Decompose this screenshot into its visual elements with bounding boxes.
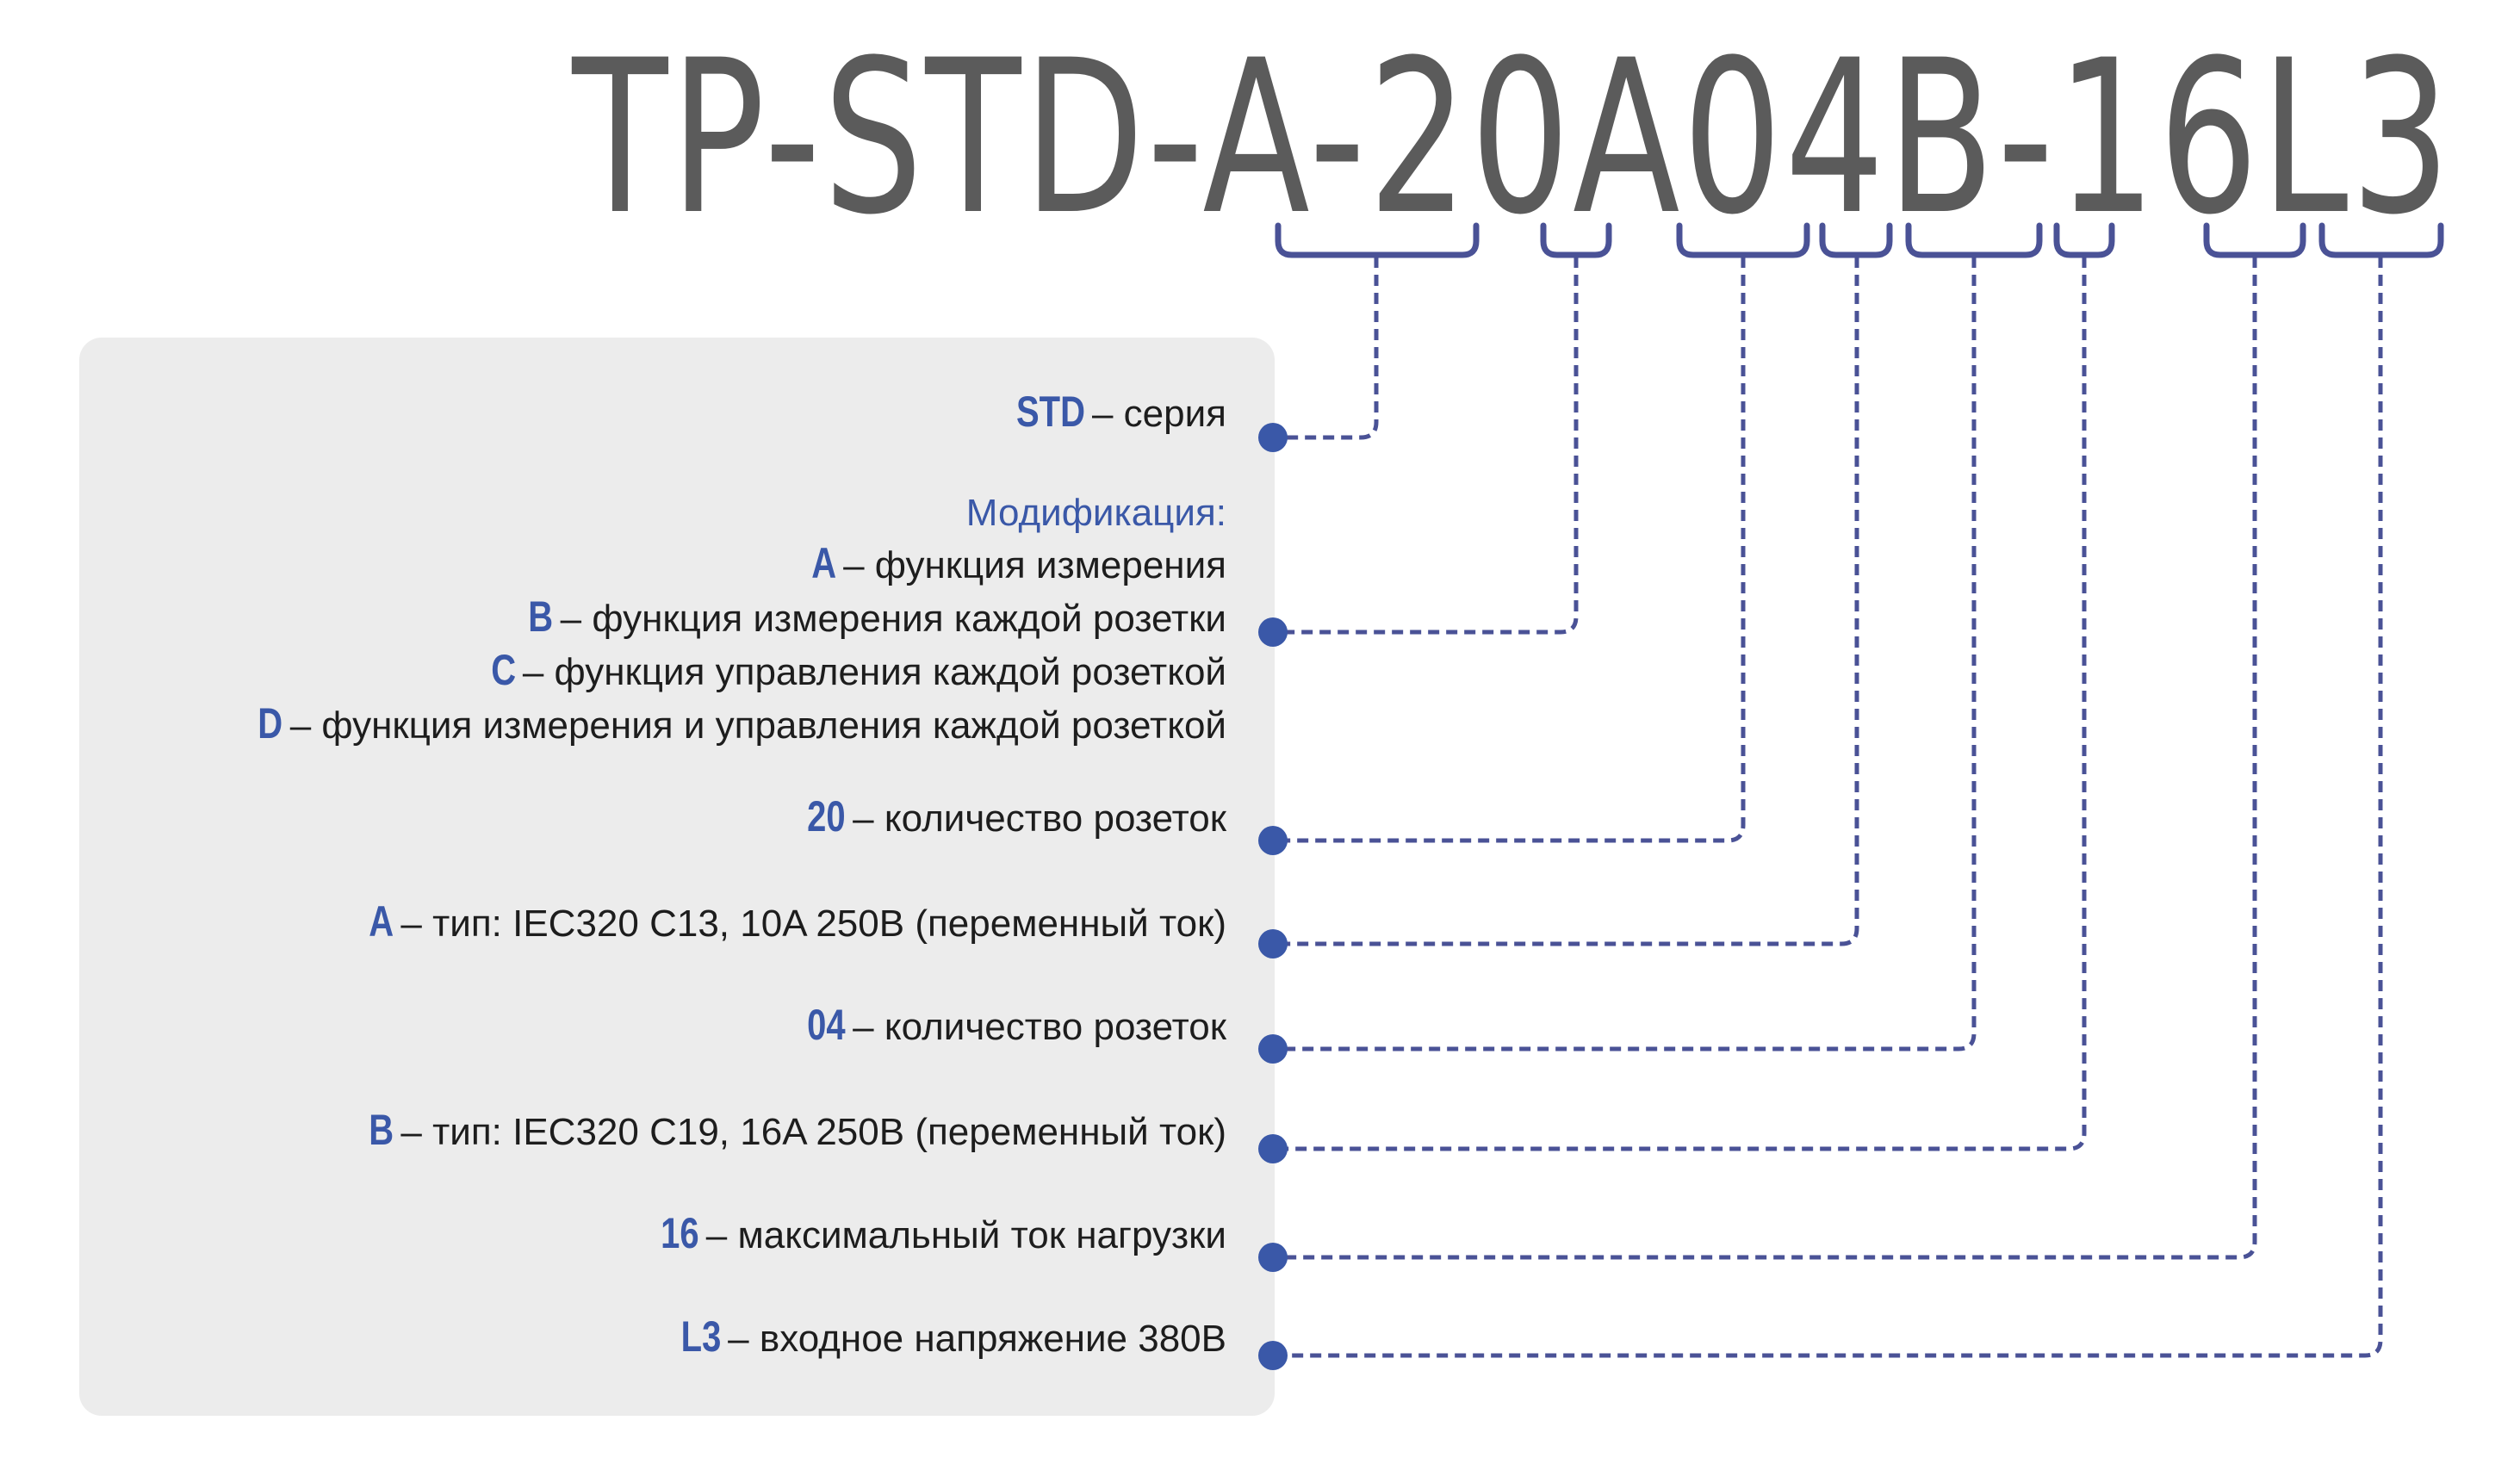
connector-line-socket-count-1 — [1273, 257, 1746, 843]
modification-option-c: C – функция управления каждой розеткой — [485, 648, 1226, 695]
bracket-socket-type-1 — [1819, 222, 1893, 258]
connector-dot-socket-type-1 — [1258, 929, 1288, 958]
segment-description: – функция измерения и управления каждой … — [279, 704, 1226, 747]
segment-code: A — [810, 539, 836, 587]
bracket-socket-count-1 — [1676, 222, 1810, 258]
connector-dot-series — [1258, 423, 1288, 452]
segment-code: 04 — [807, 1001, 846, 1049]
segment-code: D — [258, 699, 283, 748]
segment-code: C — [490, 646, 516, 694]
bracket-modification — [1540, 222, 1612, 258]
segment-description: – функция измерения каждой розетки — [549, 598, 1226, 640]
segment-description: – тип: IEC320 C13, 10A 250В (переменный … — [390, 903, 1226, 945]
segment-code: B — [369, 1106, 394, 1154]
legend-row-max-current: 16 – максимальный ток нагрузки — [651, 1211, 1226, 1258]
connector-dot-max-current — [1258, 1243, 1288, 1272]
connector-line-modification — [1273, 257, 1579, 635]
segment-code: B — [528, 592, 554, 641]
bracket-series — [1275, 222, 1480, 258]
modification-heading: Модификация: — [965, 492, 1226, 534]
legend-row-socket-count-2: 04 – количество розеток — [798, 1002, 1226, 1050]
segment-description: – функция измерения — [832, 544, 1226, 586]
segment-description: – серия — [1081, 393, 1226, 435]
connector-dot-socket-count-2 — [1258, 1034, 1288, 1064]
model-code-title: TP-STD-A-20A04B-16L3 — [572, 16, 2453, 262]
connector-dot-socket-type-2 — [1258, 1134, 1288, 1163]
bracket-socket-count-2 — [1905, 222, 2043, 258]
segment-description: – количество розеток — [841, 1006, 1226, 1048]
segment-code: 16 — [661, 1209, 699, 1257]
modification-option-a: A – функция измерения — [805, 541, 1226, 588]
segment-code: 20 — [807, 792, 846, 841]
bracket-max-current — [2203, 222, 2306, 258]
legend-row-input-voltage: L3 – входное напряжение 380В — [671, 1314, 1226, 1362]
legend-row-series: STD – серия — [999, 389, 1226, 437]
connector-dot-socket-count-1 — [1258, 826, 1288, 855]
segment-code: STD — [1015, 388, 1085, 436]
segment-code: A — [369, 897, 394, 946]
connector-line-series — [1273, 257, 1379, 440]
connector-line-input-voltage — [1273, 257, 2383, 1358]
segment-description: – количество розеток — [841, 797, 1226, 840]
connector-line-socket-type-2 — [1273, 257, 2087, 1151]
segment-description: – тип: IEC320 C19, 16A 250В (переменный … — [390, 1111, 1226, 1153]
modification-option-d: D – функция измерения и управления каждо… — [251, 701, 1226, 748]
connector-line-socket-count-2 — [1273, 257, 1977, 1051]
connector-dot-modification — [1258, 617, 1288, 647]
segment-code: L3 — [680, 1312, 721, 1361]
connector-line-socket-type-1 — [1273, 257, 1859, 946]
segment-description: – входное напряжение 380В — [717, 1318, 1226, 1360]
bracket-input-voltage — [2318, 222, 2444, 258]
legend-row-socket-type-2: B – тип: IEC320 C19, 16A 250В (переменны… — [363, 1107, 1226, 1155]
modification-option-b: B – функция измерения каждой розетки — [522, 594, 1226, 642]
bracket-socket-type-2 — [2053, 222, 2115, 258]
legend-row-socket-count-1: 20 – количество розеток — [798, 794, 1226, 841]
segment-description: – функция управления каждой розеткой — [512, 651, 1226, 693]
legend-row-socket-type-1: A – тип: IEC320 C13, 10A 250В (переменны… — [363, 899, 1226, 946]
connector-dot-input-voltage — [1258, 1341, 1288, 1370]
segment-description: – максимальный ток нагрузки — [695, 1214, 1226, 1256]
connector-line-max-current — [1273, 257, 2257, 1260]
legend-panel — [79, 338, 1275, 1416]
